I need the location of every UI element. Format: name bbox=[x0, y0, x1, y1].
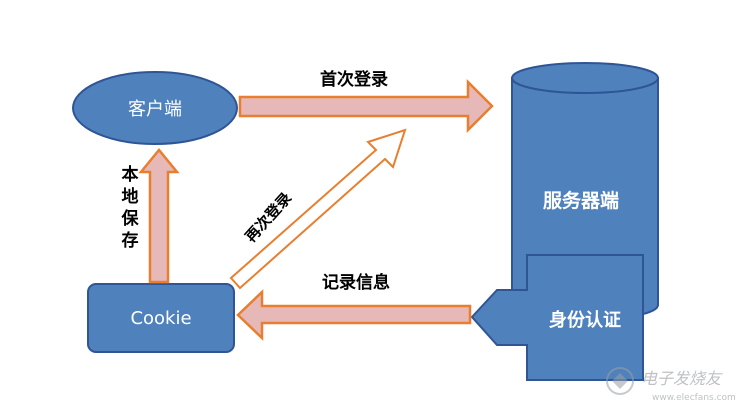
store-local-arrow bbox=[138, 148, 180, 284]
auth-box bbox=[470, 254, 644, 381]
watermark-url: www.elecfans.com bbox=[652, 393, 736, 403]
watermark-logo-icon bbox=[606, 367, 634, 395]
server-label: 服务器端 bbox=[543, 189, 619, 212]
first-login-arrow bbox=[238, 78, 494, 134]
watermark: 电子发烧友 www.elecfans.com bbox=[606, 367, 736, 403]
first-login-label: 首次登录 bbox=[320, 69, 388, 90]
record-info-arrow bbox=[236, 289, 472, 341]
record-info-label: 记录信息 bbox=[322, 272, 390, 293]
client-node bbox=[72, 71, 238, 145]
auth-label: 身份认证 bbox=[549, 309, 621, 331]
client-label: 客户端 bbox=[128, 99, 182, 120]
store-local-label: 本地保存 bbox=[121, 164, 140, 251]
watermark-text: 电子发烧友 bbox=[641, 369, 723, 388]
cookie-label: Cookie bbox=[130, 308, 191, 329]
relogin-arrow bbox=[229, 128, 407, 290]
cookie-node bbox=[87, 283, 235, 353]
